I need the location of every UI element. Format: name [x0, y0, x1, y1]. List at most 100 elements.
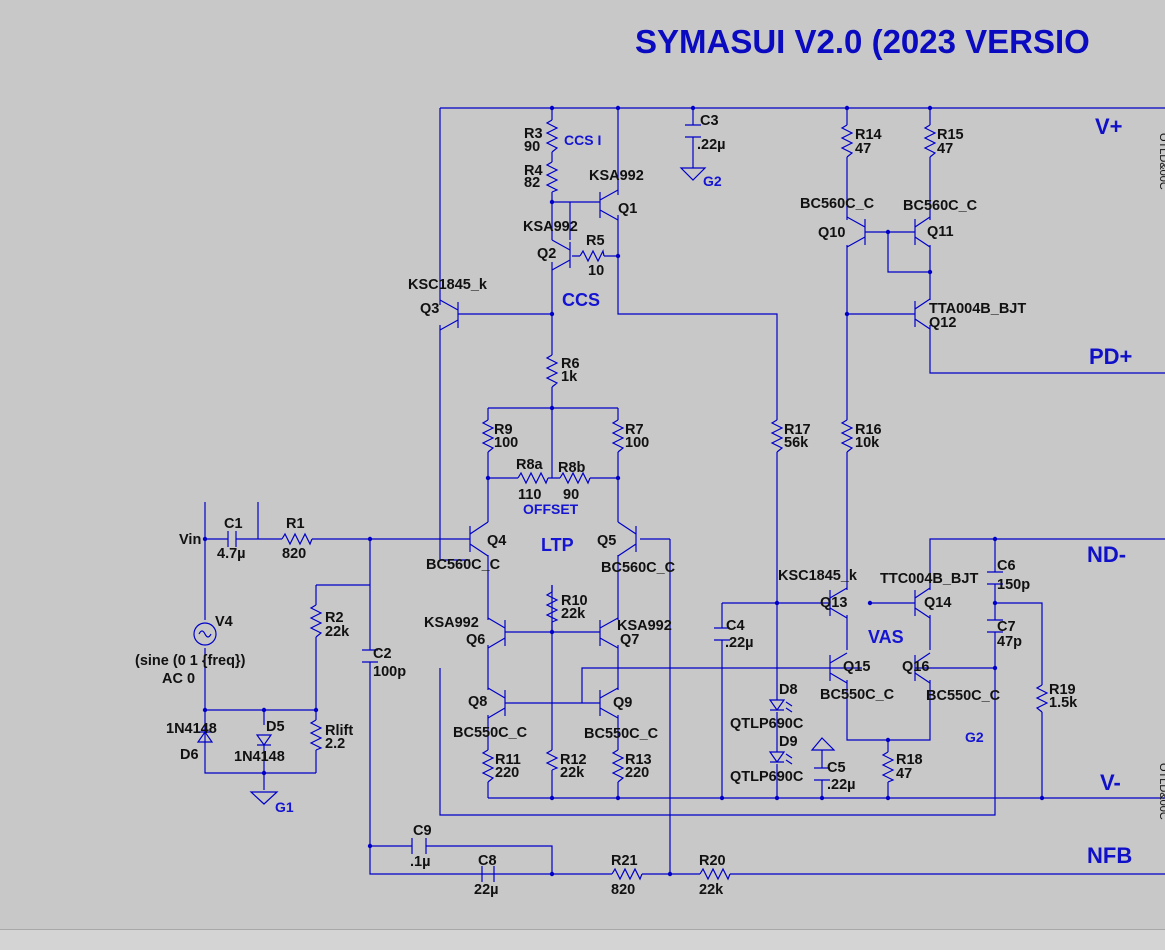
net-label-g1: G1: [275, 799, 294, 815]
wire-q4-collector: [487, 555, 619, 620]
r7-value: 100: [625, 435, 649, 451]
c4-symbol: [714, 627, 730, 641]
q11-ref: Q11: [927, 224, 954, 240]
wire-nfb-feedback: [640, 538, 671, 874]
v4-line2: AC 0: [162, 671, 195, 687]
r8b-value: 90: [563, 487, 579, 503]
q9-symbol: [599, 687, 619, 719]
rail-label-ndminus: ND-: [1087, 542, 1126, 567]
c7-symbol: [987, 619, 1003, 633]
r16-symbol: [840, 419, 854, 453]
r6-symbol: [545, 354, 559, 388]
junction-dots: [202, 105, 1045, 877]
junction-dot: [549, 629, 555, 635]
r5-value: 10: [588, 263, 604, 279]
q7-symbol: [599, 617, 619, 649]
r2-ref: R2: [325, 610, 344, 626]
resistor-symbols: [281, 119, 1049, 881]
net-label-offset: OFFSET: [523, 501, 579, 517]
junction-dot: [885, 229, 891, 235]
r21-ref: R21: [611, 853, 638, 869]
junction-dot: [202, 536, 208, 542]
r6-ref: R6: [561, 356, 580, 372]
r12-value: 22k: [560, 765, 585, 781]
q13-ref: Q13: [820, 595, 847, 611]
d8-symbol: [768, 699, 793, 713]
transistor-symbols: [439, 189, 931, 719]
junction-dot: [367, 843, 373, 849]
junction-dot: [549, 405, 555, 411]
junction-dot: [927, 269, 933, 275]
rlift-symbol: [309, 719, 323, 751]
junction-dot: [992, 665, 998, 671]
r7-ref: R7: [625, 422, 644, 438]
r2-value: 22k: [325, 624, 350, 640]
junction-dot: [202, 707, 208, 713]
r1-value: 820: [282, 546, 306, 562]
d6-symbol: [196, 730, 214, 743]
junction-dot: [1039, 795, 1045, 801]
c1-ref: C1: [224, 516, 243, 532]
c1-value: 4.7µ: [217, 546, 246, 562]
r19-symbol: [1035, 684, 1049, 713]
r17-ref: R17: [784, 422, 811, 438]
junction-dot: [844, 311, 850, 317]
q6-symbol: [487, 617, 506, 649]
r14-symbol: [840, 124, 854, 158]
q3-ref: Q3: [420, 301, 439, 317]
wire-q12: [847, 313, 1165, 374]
junction-dot: [549, 871, 555, 877]
q6-model: KSA992: [424, 615, 479, 631]
junction-dot: [667, 871, 673, 877]
q3-symbol: [439, 299, 459, 331]
r3-value: 90: [524, 139, 540, 155]
capacitor-symbols: [227, 124, 1003, 882]
q16-model: BC550C_C: [926, 688, 1001, 704]
q16-symbol: [914, 652, 931, 684]
net-label-g2-top: G2: [703, 173, 722, 189]
v4-ref: V4: [215, 614, 233, 630]
c6-symbol: [987, 571, 1003, 585]
junction-dot: [615, 105, 621, 111]
rail-label-vplus: V+: [1095, 114, 1123, 139]
rail-label-vminus: V-: [1100, 770, 1121, 795]
d9-ref: D9: [779, 734, 798, 750]
r8b-ref: R8b: [558, 460, 586, 476]
r9-symbol: [481, 419, 495, 453]
v4-line1: (sine (0 1 {freq}): [135, 653, 246, 669]
junction-dot: [549, 311, 555, 317]
ground-g1-symbol: [249, 791, 279, 805]
c2-value: 100p: [373, 664, 406, 680]
r5-symbol: [579, 249, 605, 263]
r3-ref: R3: [524, 126, 543, 142]
q8-model: BC550C_C: [453, 725, 528, 741]
r10-ref: R10: [561, 593, 588, 609]
r1-symbol: [281, 532, 313, 546]
r17-value: 56k: [784, 435, 809, 451]
junction-dot: [690, 105, 696, 111]
d8-ref: D8: [779, 682, 798, 698]
r4-ref: R4: [524, 163, 543, 179]
r9-ref: R9: [494, 422, 513, 438]
r18-ref: R18: [896, 752, 923, 768]
q13-symbol: [829, 587, 848, 619]
q12-model: TTA004B_BJT: [929, 301, 1026, 317]
c7-value: 47p: [997, 634, 1022, 650]
c6-value: 150p: [997, 577, 1030, 593]
q12-symbol: [914, 298, 931, 330]
wire-q1: [572, 108, 778, 420]
c2-ref: C2: [373, 646, 392, 662]
r13-ref: R13: [625, 752, 652, 768]
q12-ref: Q12: [929, 315, 956, 331]
wire-ccs-node: [458, 262, 553, 408]
v4-source-sine: [198, 630, 212, 638]
junction-dot: [885, 795, 891, 801]
junction-dot: [367, 536, 373, 542]
stage-label-ltp: LTP: [541, 535, 574, 555]
junction-dot: [774, 795, 780, 801]
q14-symbol: [914, 587, 931, 619]
q2-ref: Q2: [537, 246, 556, 262]
d6-ref: D6: [180, 747, 199, 763]
junction-dot: [549, 105, 555, 111]
schematic-canvas[interactable]: SYMASUI V2.0 (2023 VERSIO V+ PD+ ND- V- …: [0, 0, 1165, 929]
